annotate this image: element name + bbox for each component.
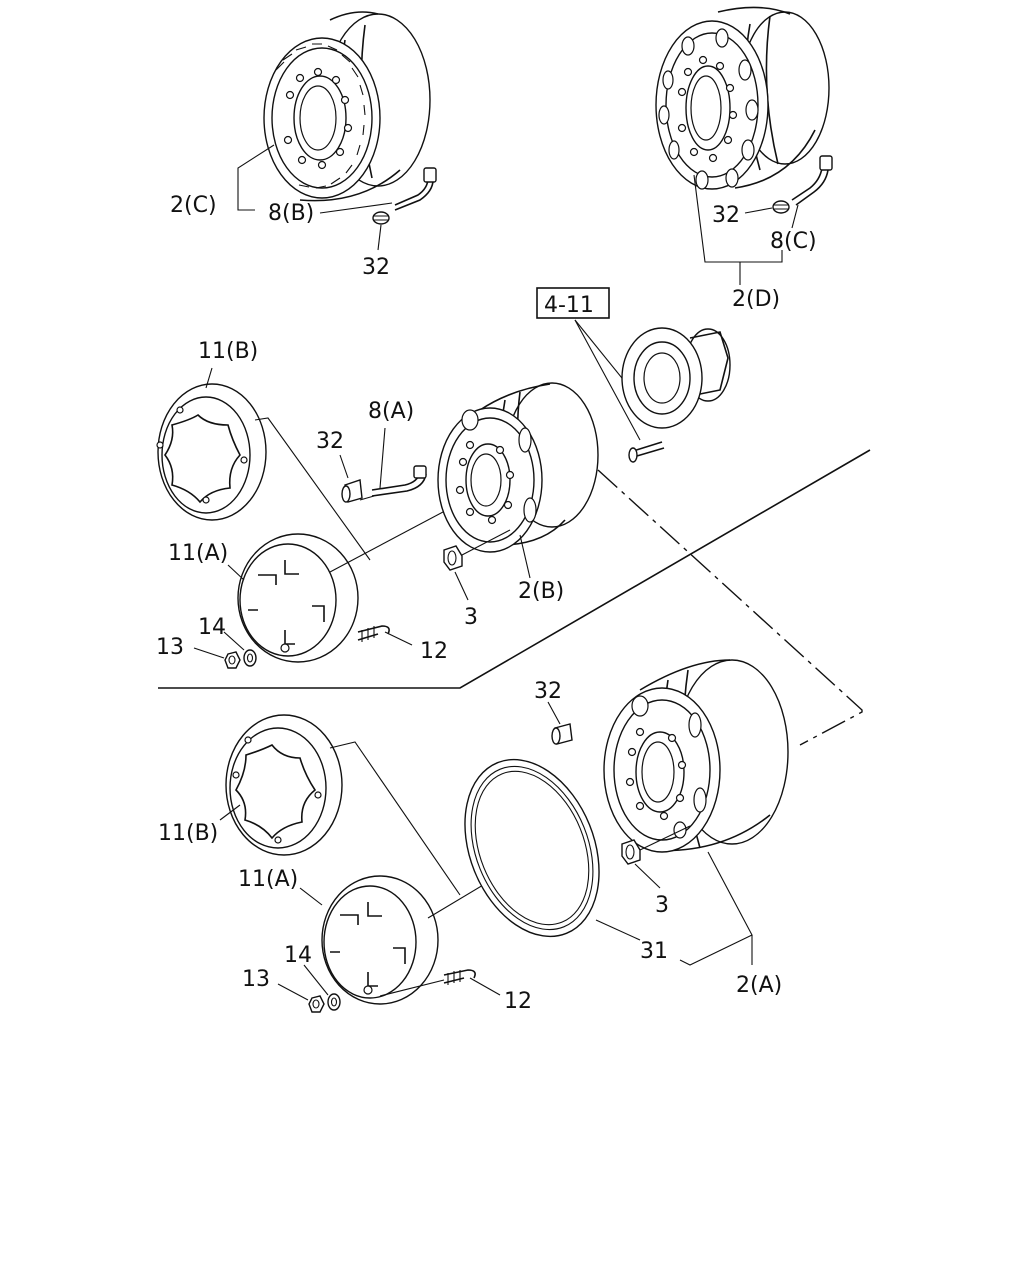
washer-14-lower [327,993,341,1011]
label-nut-13-lower: 13 [242,967,270,992]
label-cap-32-top: 32 [362,255,390,280]
label-cover-11b-lower: 11(B) [158,821,218,846]
wheel-hub [621,327,731,429]
hex-nut-3-lower [621,839,641,865]
section-divider [158,449,871,689]
label-nut-13-upper: 13 [156,635,184,660]
valve-cap-32-lower [551,723,573,745]
washer-14-upper [243,649,257,667]
label-cover-11b-upper: 11(B) [198,339,258,364]
label-cap-32-mid: 32 [316,429,344,454]
label-rim-2b: 2(B) [518,579,564,604]
label-stud-12-upper: 12 [420,639,448,664]
label-valve-8b: 8(B) [268,201,314,226]
reference-box-4-11: 4-11 [536,287,610,319]
label-cap-32-lower: 32 [534,679,562,704]
valve-8c-right [791,155,833,206]
label-stud-12-lower: 12 [504,989,532,1014]
label-cover-11a-upper: 11(A) [168,541,228,566]
hub-bolt [628,441,665,463]
valve-8b-top [394,167,437,211]
label-rim-2c: 2(C) [170,193,217,218]
valve-cap-32-mid [341,479,363,503]
label-ref-4-11: 4-11 [544,293,594,318]
label-ring-31: 31 [640,939,668,964]
label-valve-8c: 8(C) [770,229,817,254]
hex-nut-3-upper [443,545,463,571]
wheel-rim-2b [437,382,599,553]
label-rim-2a: 2(A) [736,973,782,998]
wheel-cover-11a-upper [237,533,359,663]
wheel-rim-2a [603,659,789,853]
valve-cap-32-right [772,200,790,214]
stud-12-lower [443,969,476,985]
stud-12-upper [357,625,390,642]
valve-8a-mid [371,465,427,497]
label-washer-14-upper: 14 [198,615,226,640]
valve-cap-32-top [372,211,390,225]
hex-nut-13-lower [308,995,325,1013]
label-nut-3-lower: 3 [655,893,669,918]
label-cap-32-right: 32 [712,203,740,228]
label-rim-2d: 2(D) [732,287,780,312]
hex-nut-13-upper [224,651,241,669]
wheel-cover-11a-lower [321,875,439,1005]
label-cover-11a-lower: 11(A) [238,867,298,892]
wheel-rim-2c [263,11,431,202]
label-washer-14-lower: 14 [284,943,312,968]
phantom-guide-line [597,469,863,746]
wheel-cover-11b-upper [156,383,267,521]
tire-ring-31 [464,758,600,938]
wheel-rim-2d [655,6,830,190]
wheel-cover-11b-lower [225,714,343,856]
label-valve-8a: 8(A) [368,399,414,424]
label-nut-3-upper: 3 [464,605,478,630]
